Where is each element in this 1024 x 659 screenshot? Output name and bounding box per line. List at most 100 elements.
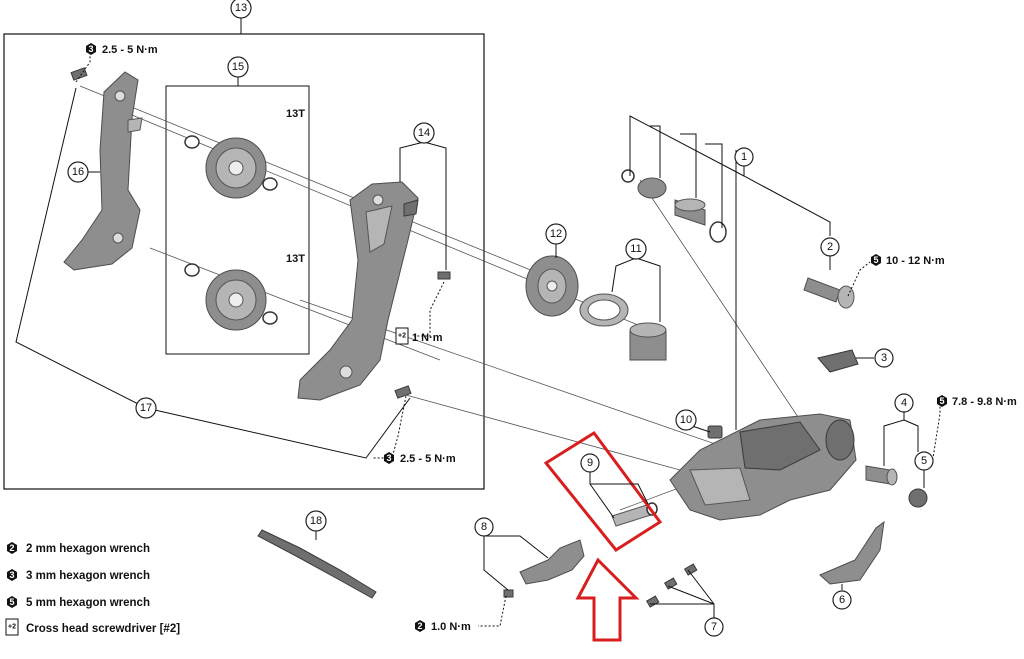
svg-text:2 mm hexagon wrench: 2 mm hexagon wrench xyxy=(26,543,150,555)
svg-text:+2: +2 xyxy=(398,333,406,340)
svg-text:10 - 12 N·m: 10 - 12 N·m xyxy=(886,255,945,267)
svg-text:2: 2 xyxy=(827,241,833,253)
hex-3-icon xyxy=(7,569,17,581)
svg-text:3 mm hexagon wrench: 3 mm hexagon wrench xyxy=(26,570,150,582)
svg-text:3: 3 xyxy=(386,453,391,463)
callout-17: 17 xyxy=(135,397,157,419)
callout-6: 6 xyxy=(832,590,852,610)
stop-screw-10 xyxy=(707,425,723,439)
hex-tool-icon xyxy=(86,43,96,55)
svg-text:3: 3 xyxy=(881,352,887,364)
torque-top-left: 3 2.5 - 5 N·m xyxy=(86,43,158,56)
cage-bolt-bottom xyxy=(394,385,412,399)
svg-text:6: 6 xyxy=(839,594,845,606)
callout-16: 16 xyxy=(67,161,89,183)
cage-bolt-top xyxy=(70,67,88,81)
svg-text:8: 8 xyxy=(481,521,487,533)
svg-text:7: 7 xyxy=(711,621,717,633)
cover-3 xyxy=(817,349,859,373)
svg-text:12: 12 xyxy=(550,228,562,240)
highlight-arrow xyxy=(575,557,640,642)
callout-1: 1 xyxy=(734,147,754,167)
tool-18 xyxy=(257,529,377,599)
svg-text:1 N·m: 1 N·m xyxy=(412,332,443,344)
svg-text:5: 5 xyxy=(921,455,927,467)
svg-text:5 mm hexagon wrench: 5 mm hexagon wrench xyxy=(26,597,150,609)
svg-text:2.5 - 5 N·m: 2.5 - 5 N·m xyxy=(400,453,456,465)
callout-4: 4 xyxy=(894,393,914,413)
axle-bolt-2 xyxy=(803,277,855,309)
svg-text:9: 9 xyxy=(587,457,593,469)
torque-cage-bolt: 3 2.5 - 5 N·m xyxy=(384,452,456,465)
torque-bottom: 2 1.0 N·m xyxy=(415,620,471,633)
svg-text:7.8 - 9.8 N·m: 7.8 - 9.8 N·m xyxy=(952,396,1017,408)
main-body xyxy=(669,413,857,521)
screwdriver-icon xyxy=(395,327,409,345)
svg-text:15: 15 xyxy=(232,61,244,73)
torque-plate-screw: +2 1 N·m xyxy=(395,327,443,345)
plate-8 xyxy=(503,539,585,598)
highlight-box xyxy=(543,430,663,552)
svg-text:16: 16 xyxy=(72,166,84,178)
svg-text:5: 5 xyxy=(873,255,878,265)
svg-text:3: 3 xyxy=(88,44,93,54)
leader-lines xyxy=(15,87,925,618)
callout-18: 18 xyxy=(305,510,327,532)
callout-9: 9 xyxy=(580,453,600,473)
svg-text:5: 5 xyxy=(939,396,944,406)
torque-leaders xyxy=(75,52,941,627)
screwdriver-icon xyxy=(5,618,19,636)
legend-item-3mm: 3 3 mm hexagon wrench xyxy=(7,569,150,582)
hex-tool-icon xyxy=(937,395,947,407)
callout-12: 12 xyxy=(545,223,567,245)
torque-axle: 5 10 - 12 N·m xyxy=(871,254,945,267)
callout-15: 15 xyxy=(227,56,249,78)
callout-8: 8 xyxy=(474,517,494,537)
svg-text:10: 10 xyxy=(680,414,692,426)
svg-text:+2: +2 xyxy=(8,624,16,631)
hex-tool-icon xyxy=(415,620,425,632)
svg-text:18: 18 xyxy=(310,515,322,527)
legend-item-2mm: 2 2 mm hexagon wrench xyxy=(7,542,150,555)
callout-2: 2 xyxy=(820,237,840,257)
axle-4 xyxy=(865,465,898,486)
alignment-axes xyxy=(79,85,801,511)
tool-legend: 2 2 mm hexagon wrench 3 3 mm hexagon wre… xyxy=(5,542,180,636)
svg-text:2.5 - 5 N·m: 2.5 - 5 N·m xyxy=(102,44,158,56)
cover-6 xyxy=(819,520,885,585)
inner-plate xyxy=(63,71,143,271)
callout-13: 13 xyxy=(230,0,252,19)
svg-text:14: 14 xyxy=(418,127,430,139)
screws-7 xyxy=(645,563,698,608)
callout-14: 14 xyxy=(413,122,435,144)
svg-text:Cross head screwdriver [#2]: Cross head screwdriver [#2] xyxy=(26,623,180,635)
hex-2-icon xyxy=(7,542,17,554)
svg-text:11: 11 xyxy=(630,243,641,255)
upper-pulley-tooth-label: 13T xyxy=(286,108,305,120)
svg-text:2: 2 xyxy=(9,543,14,553)
torque-right: 5 7.8 - 9.8 N·m xyxy=(937,395,1017,408)
callout-5: 5 xyxy=(914,451,934,471)
svg-text:4: 4 xyxy=(901,397,907,409)
hex-tool-icon xyxy=(384,452,394,464)
svg-text:1: 1 xyxy=(741,151,747,163)
tension-pulley xyxy=(184,263,278,331)
svg-text:2: 2 xyxy=(417,621,422,631)
lower-pulley-tooth-label: 13T xyxy=(286,253,305,265)
svg-text:13: 13 xyxy=(235,2,247,14)
hex-tool-icon xyxy=(871,254,881,266)
callout-10: 10 xyxy=(675,409,697,431)
svg-text:3: 3 xyxy=(9,570,14,580)
plate-cap-12 xyxy=(525,255,579,317)
svg-text:17: 17 xyxy=(140,402,152,414)
guide-pulley xyxy=(184,135,278,199)
outer-plate xyxy=(297,181,419,401)
axle-parts-1 xyxy=(621,169,727,243)
legend-item-5mm: 5 5 mm hexagon wrench xyxy=(7,596,150,609)
callout-11: 11 xyxy=(625,238,647,260)
callout-3: 3 xyxy=(874,348,894,368)
svg-text:1.0 N·m: 1.0 N·m xyxy=(431,621,471,633)
cap-5 xyxy=(908,488,928,508)
